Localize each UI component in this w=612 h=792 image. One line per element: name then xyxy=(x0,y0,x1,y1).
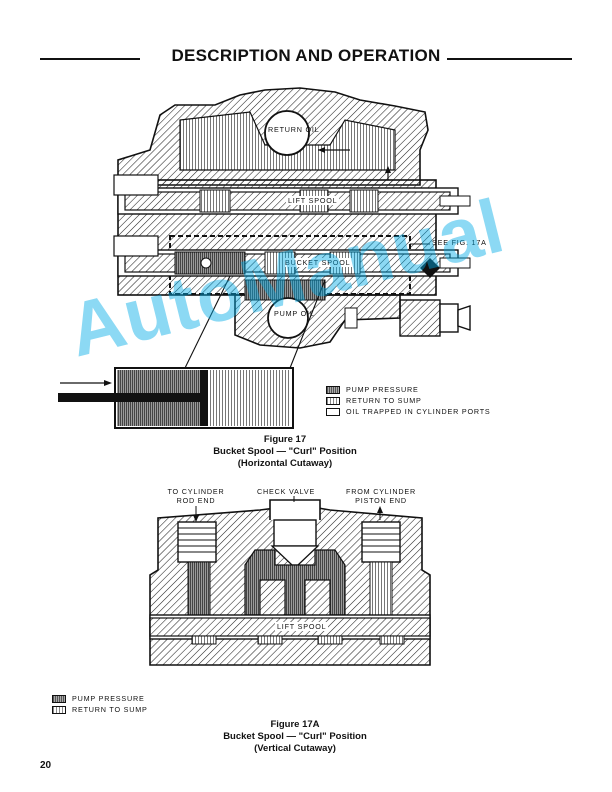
page-number: 20 xyxy=(40,760,52,771)
figure-17a-title: Bucket Spool — "Curl" Position xyxy=(223,731,367,742)
page-heading: DESCRIPTION AND OPERATION xyxy=(0,46,612,70)
rod-end-passage xyxy=(187,561,211,618)
cylinder-piston-end-chamber xyxy=(208,370,291,426)
legend-a-swatch-return xyxy=(52,705,66,714)
figure-17-subtitle: (Horizontal Cutaway) xyxy=(237,458,333,469)
legend-a-item-pump-pressure: PUMP PRESSURE xyxy=(52,694,145,703)
relief-valve-nut xyxy=(457,305,471,331)
label-section-lift-spool: LIFT SPOOL xyxy=(275,622,329,631)
bucket-spool-end xyxy=(439,257,471,269)
legend-a-swatch-pump xyxy=(52,694,66,703)
return-flow-arrowhead xyxy=(318,147,325,153)
legend-item-pump-pressure: PUMP PRESSURE xyxy=(326,385,419,394)
legend-swatch-return xyxy=(326,396,340,405)
label-from-cylinder-piston-end: FROM CYLINDER PISTON END xyxy=(346,487,416,505)
leader-line-right xyxy=(289,279,326,369)
rod-end-port xyxy=(177,521,217,563)
figure-17-caption: Figure 17 Bucket Spool — "Curl" Position… xyxy=(160,434,410,470)
cylinder-piston xyxy=(200,370,208,426)
relief-valve-body xyxy=(399,299,441,337)
legend-a-item-return-to-sump: RETURN TO SUMP xyxy=(52,705,148,714)
direction-marker xyxy=(420,258,440,278)
legend-swatch-pump xyxy=(326,385,340,394)
label-pump-oil: PUMP OIL xyxy=(274,309,315,318)
figure-17-number: Figure 17 xyxy=(263,434,307,445)
label-see-fig-17a: SEE FIG. 17A xyxy=(432,238,487,247)
leader-line-left xyxy=(184,275,231,369)
figure-17a-subtitle: (Vertical Cutaway) xyxy=(254,743,336,754)
return-oil-channel xyxy=(179,111,396,171)
left-fitting-lower xyxy=(113,235,159,257)
label-bucket-spool: BUCKET SPOOL xyxy=(283,258,353,267)
pump-oil-port xyxy=(267,297,309,339)
label-return-oil: RETURN OIL xyxy=(268,125,320,134)
figure-17a-number: Figure 17A xyxy=(270,719,320,730)
piston-rod xyxy=(58,393,202,402)
figure-17a-drawing xyxy=(149,496,431,666)
heading-rule-right xyxy=(432,58,572,60)
legend-item-return-to-sump: RETURN TO SUMP xyxy=(326,396,422,405)
left-fitting-upper xyxy=(113,174,159,196)
check-valve-cap xyxy=(269,499,321,520)
label-to-cylinder-rod-end: TO CYLINDER ROD END xyxy=(167,487,225,505)
heading-rule-left xyxy=(40,58,140,60)
label-lift-spool: LIFT SPOOL xyxy=(286,196,340,205)
legend-swatch-trapped xyxy=(326,407,340,416)
label-check-valve: CHECK VALVE xyxy=(257,487,316,496)
legend-item-oil-trapped: OIL TRAPPED IN CYLINDER PORTS xyxy=(326,407,490,416)
figure-17a-caption: Figure 17A Bucket Spool — "Curl" Positio… xyxy=(180,719,410,755)
lift-spool-end xyxy=(439,195,471,207)
piston-end-passage xyxy=(369,561,393,618)
check-valve-plug xyxy=(273,519,317,547)
figure-17-title: Bucket Spool — "Curl" Position xyxy=(213,446,357,457)
page-title: DESCRIPTION AND OPERATION xyxy=(165,46,447,65)
return-oil-port xyxy=(264,110,310,156)
